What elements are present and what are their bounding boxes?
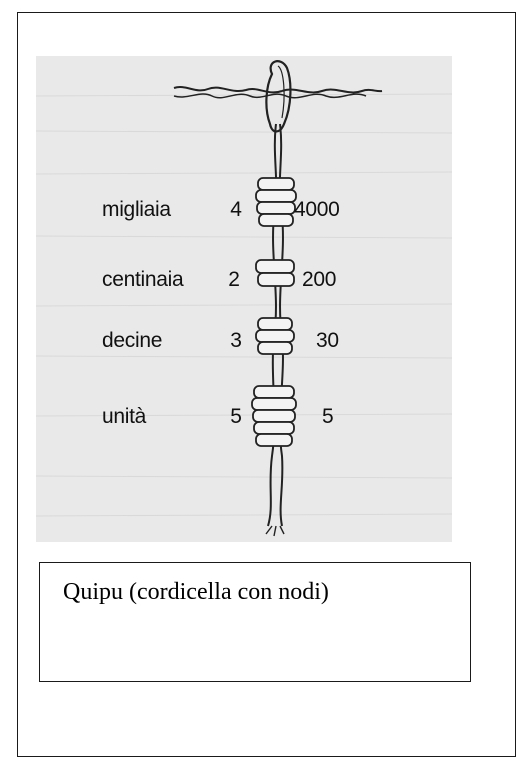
top-loop: [265, 60, 292, 133]
main-cord: [173, 86, 383, 99]
caption-text: Quipu (cordicella con nodi): [63, 579, 329, 605]
row-label-units: unità: [102, 405, 147, 428]
cord-end: [265, 525, 285, 537]
quipu-drawing: [36, 60, 452, 537]
row-label-thousands: migliaia: [102, 198, 171, 221]
row-value-thousands: 4000: [294, 198, 340, 221]
row-value-tens: 30: [316, 329, 339, 352]
row-label-hundreds: centinaia: [102, 268, 184, 291]
row-digit-hundreds: 2: [228, 268, 240, 291]
caption-box: Quipu (cordicella con nodi): [39, 562, 471, 682]
row-digit-thousands: 4: [230, 198, 242, 221]
row-value-units: 5: [322, 405, 334, 428]
row-digit-tens: 3: [230, 329, 242, 352]
row-value-hundreds: 200: [302, 268, 337, 291]
knot-cluster-thousands: [255, 177, 297, 227]
knot-cluster-tens: [255, 317, 295, 355]
row-label-tens: decine: [102, 329, 163, 352]
knot-cluster-units: [251, 385, 297, 447]
knot-cluster-hundreds: [255, 259, 295, 287]
row-digit-units: 5: [230, 405, 242, 428]
quipu-illustration: migliaia 4 4000 centinaia 2 200 decine 3…: [36, 56, 452, 542]
